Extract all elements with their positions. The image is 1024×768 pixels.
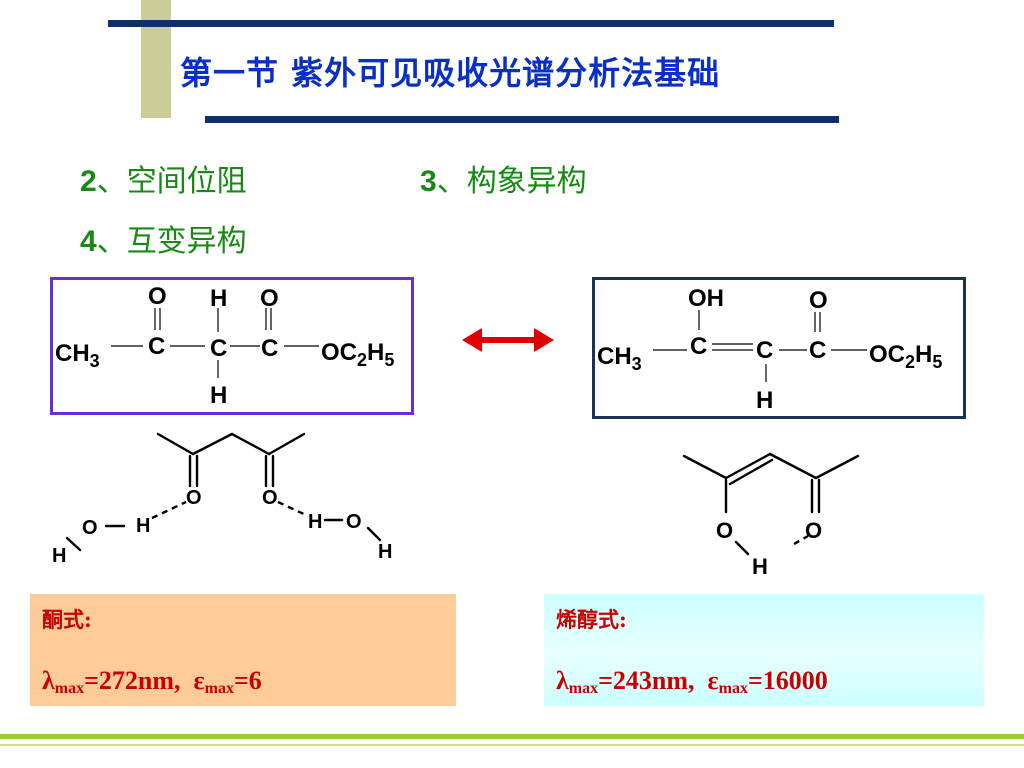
epsilon-symbol: ε <box>193 666 205 695</box>
topic-separator: 、 <box>96 164 127 199</box>
topic-label: 空间位阻 <box>126 164 247 199</box>
lambda-value: =272nm, <box>84 666 181 695</box>
atom-oxygen-3: O <box>809 287 828 314</box>
topic-label: 构象异构 <box>466 164 587 199</box>
atom-hydrogen-bridge: H <box>752 554 768 579</box>
atom-hydrogen-right: H <box>308 511 322 533</box>
atom-oxygen-left: O <box>716 518 733 543</box>
lambda-subscript: max <box>568 680 599 697</box>
title-bottom-bar <box>205 116 839 123</box>
lambda-subscript: max <box>54 680 85 697</box>
epsilon-value: =16000 <box>747 666 828 695</box>
keto-panel-values: λmax=272nm, εmax=6 <box>42 666 262 698</box>
topic-conformational-isomerism: 3、构象异构 <box>420 156 587 200</box>
enol-panel-values: λmax=243nm, εmax=16000 <box>556 666 828 698</box>
epsilon-subscript: max <box>718 680 748 697</box>
keto-structure-box: CH3 C C C O O H H OC2H5 <box>50 277 414 415</box>
atom-oxygen-right: O <box>262 487 278 509</box>
atom-hydroxyl: OH <box>688 285 724 312</box>
keto-absorption-panel: 酮式: λmax=272nm, εmax=6 <box>30 594 456 706</box>
topic-steric-hindrance: 2、空间位阻 <box>80 156 247 200</box>
enol-panel-title: 烯醇式: <box>556 607 627 632</box>
atom-hydrogen-top: H <box>210 285 227 312</box>
atom-carbon-1: C <box>148 333 165 360</box>
topic-tautomerism: 4、互变异构 <box>80 216 247 260</box>
atom-hydrogen-bottom: H <box>210 382 227 409</box>
atom-carbon-2: C <box>210 335 227 362</box>
atom-hydrogen-left: H <box>136 515 150 537</box>
atom-carbon-3: C <box>261 335 278 362</box>
atom-oxygen-1: O <box>148 283 167 310</box>
atom-ch3: CH3 <box>55 340 100 371</box>
atom-oxygen-left: O <box>186 487 202 509</box>
topic-separator: 、 <box>96 224 127 259</box>
enol-absorption-panel: 烯醇式: λmax=243nm, εmax=16000 <box>544 594 984 706</box>
enol-structure-box: CH3 C C C OH O H OC2H5 <box>592 277 966 419</box>
atom-ethoxy: OC2H5 <box>869 341 942 372</box>
atom-ch3: CH3 <box>597 343 642 374</box>
atom-oxygen-3: O <box>260 285 279 312</box>
footer-line <box>0 734 1024 739</box>
keto-hydrogen-bond-diagram: O O H H O H O H <box>52 432 392 567</box>
title-top-bar <box>108 20 834 27</box>
lambda-symbol: λ <box>556 666 569 695</box>
atom-water-hydrogen-right: H <box>378 541 392 563</box>
footer-line-thin <box>0 744 1024 746</box>
tautomer-equilibrium-arrow <box>462 328 554 352</box>
atom-carbon-3: C <box>809 337 826 364</box>
topic-label: 互变异构 <box>126 224 247 259</box>
topic-number: 4 <box>80 225 97 258</box>
title-accent-block <box>141 0 171 118</box>
keto-panel-title: 酮式: <box>42 607 92 632</box>
atom-hydrogen-bottom: H <box>756 387 773 414</box>
atom-ethoxy: OC2H5 <box>321 339 394 370</box>
enol-structure-diagram: CH3 C C C OH O H OC2H5 <box>597 285 942 414</box>
lambda-value: =243nm, <box>598 666 695 695</box>
topic-separator: 、 <box>436 164 467 199</box>
enol-hydrogen-bond-diagram: O O H <box>682 452 860 579</box>
epsilon-value: =6 <box>233 666 262 695</box>
atom-water-hydrogen-left: H <box>52 545 66 567</box>
page-title: 第一节 紫外可见吸收光谱分析法基础 <box>180 54 721 92</box>
epsilon-symbol: ε <box>707 666 719 695</box>
epsilon-subscript: max <box>204 680 234 697</box>
lambda-symbol: λ <box>42 666 55 695</box>
keto-structure-diagram: CH3 C C C O O H H OC2H5 <box>55 283 394 409</box>
atom-water-oxygen-right: O <box>346 511 362 533</box>
atom-water-oxygen-left: O <box>82 517 98 539</box>
atom-carbon-1: C <box>690 333 707 360</box>
atom-oxygen-right: O <box>805 518 822 543</box>
topic-number: 2 <box>80 165 97 198</box>
atom-carbon-2: C <box>756 337 773 364</box>
topic-number: 3 <box>420 165 437 198</box>
